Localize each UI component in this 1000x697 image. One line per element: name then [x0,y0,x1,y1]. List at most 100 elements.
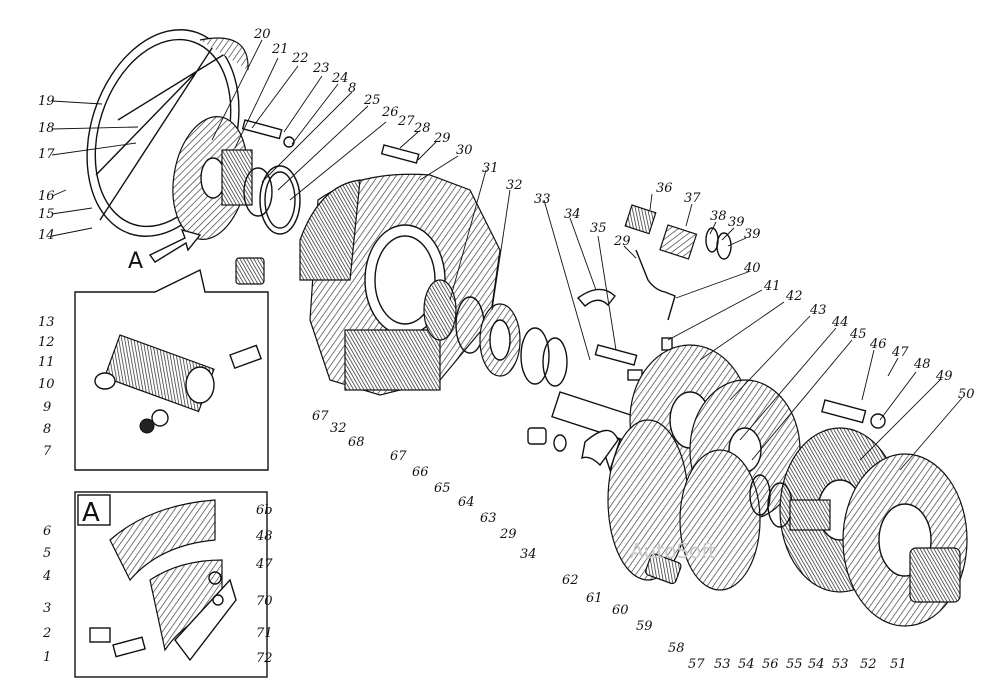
callout-24: 24 [331,71,349,86]
callout-59: 59 [636,619,653,634]
inset-a-label: A [82,498,100,528]
spring-59 [645,553,682,585]
callout-34-upper: 34 [564,207,581,222]
callout-51: 51 [890,657,907,672]
callout-21: 21 [271,42,289,57]
callout-52: 52 [860,657,877,672]
brake-backing-plate [172,116,253,240]
callout-12: 12 [38,335,55,350]
callout-13: 13 [38,315,55,330]
callout-27: 27 [397,114,415,129]
bolt-22 [241,119,295,148]
callout-8-upper: 8 [348,81,356,96]
callout-29-pipe: 29 [613,234,631,249]
view-a-arrow [148,228,202,263]
connector-36 [624,204,657,235]
callout-20: 20 [253,27,271,42]
callout-58: 58 [668,641,685,656]
bolt-46 [821,399,886,429]
callout-3: 3 [43,601,51,616]
callout-9: 9 [43,400,51,415]
callout-57: 57 [688,657,705,672]
callout-32-lower: 32 [330,421,347,436]
callout-40: 40 [743,261,761,276]
seal-rings [243,165,301,235]
disc-57 [679,449,761,591]
callout-46: 46 [869,337,887,352]
view-a-marker: A [128,249,143,274]
callout-4: 4 [42,569,51,584]
callout-29-upper: 29 [433,131,451,146]
callout-62: 62 [562,573,579,588]
callout-61: 61 [586,591,603,606]
callout-50: 50 [958,387,975,402]
bolt-35 [594,344,643,381]
callout-17: 17 [38,147,55,162]
half-ring-34-lower [581,429,619,467]
callout-42: 42 [785,289,803,304]
callout-53-left: 53 [714,657,731,672]
callout-36: 36 [656,181,673,196]
callout-35: 35 [590,221,607,236]
callout-7: 7 [43,444,52,459]
leader-lines [51,39,963,471]
callout-48-upper: 48 [913,357,931,372]
callout-65: 65 [434,481,451,496]
callout-37: 37 [684,191,701,206]
callout-labels: 1 2 3 4 5 6 7 8 9 10 11 12 13 14 15 16 1… [38,27,975,672]
half-ring-34-upper [576,288,616,307]
pipe-40 [635,249,676,351]
callout-67-upper: 67 [312,409,329,424]
callout-30: 30 [456,143,473,158]
callout-11: 11 [38,355,55,370]
callout-34-lower: 34 [520,547,537,562]
callout-63: 63 [480,511,497,526]
callout-68: 68 [348,435,365,450]
callout-39-a: 39 [728,215,745,230]
callout-72: 72 [256,651,273,666]
callout-28: 28 [413,121,431,136]
inset-a-frame [74,491,268,678]
callout-44: 44 [831,315,849,330]
callout-39-b: 39 [744,227,761,242]
callout-71: 71 [256,626,273,641]
callout-43: 43 [809,303,827,318]
bearing-stack [423,279,568,387]
callout-66: 66 [412,465,429,480]
callout-38: 38 [710,209,727,224]
drive-belt-ring [86,29,249,237]
spring-stack [749,474,831,531]
callout-6b: 6b [256,503,273,518]
fitting-37 [659,224,732,260]
callout-47-upper: 47 [891,345,909,360]
callout-31: 31 [482,161,499,176]
callout-19: 19 [38,94,55,109]
callout-15: 15 [38,207,55,222]
callout-5: 5 [43,546,51,561]
callout-41: 41 [763,279,781,294]
washers-63 [527,427,567,452]
callout-2: 2 [42,626,51,641]
callout-54-left: 54 [738,657,755,672]
callout-26: 26 [381,105,399,120]
callout-56: 56 [762,657,779,672]
callout-70: 70 [256,594,273,609]
callout-8: 8 [43,422,51,437]
callout-6: 6 [43,524,51,539]
callout-33: 33 [534,192,551,207]
callout-18: 18 [38,121,55,136]
callout-29-lower: 29 [499,527,517,542]
callout-1: 1 [43,650,51,665]
callout-48-inset: 48 [255,529,273,544]
callout-25: 25 [363,93,381,108]
callout-45: 45 [849,327,867,342]
callout-22: 22 [291,51,309,66]
callout-49: 49 [935,369,953,384]
coupling-nut [235,257,265,285]
watermark: AutoSoft [630,539,716,563]
clutch-housing [299,173,501,396]
callout-53-right: 53 [832,657,849,672]
callout-67-lower: 67 [390,449,407,464]
